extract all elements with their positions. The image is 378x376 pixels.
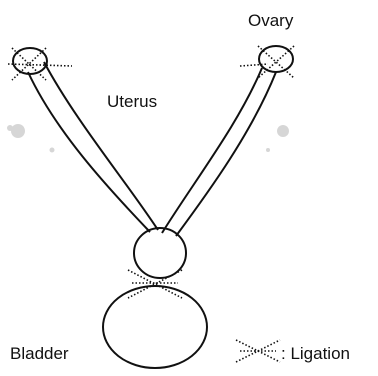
scan-smudge-left (11, 124, 25, 138)
ligation-left-ovary (8, 48, 72, 80)
right-uterine-horn (162, 68, 276, 236)
ligation-legend-icon (236, 340, 280, 362)
bladder-label: Bladder (10, 345, 69, 362)
uterus-label: Uterus (107, 93, 157, 110)
uterine-body (134, 228, 186, 278)
ovary-label: Ovary (248, 12, 293, 29)
scan-smudge-right (277, 125, 289, 137)
legend-ligation-label: : Ligation (281, 345, 350, 362)
right-ovary (259, 46, 293, 72)
ligation-right-ovary (240, 46, 294, 78)
left-uterine-horn (28, 62, 158, 232)
left-ovary (13, 48, 47, 74)
bladder-shape (103, 286, 207, 368)
